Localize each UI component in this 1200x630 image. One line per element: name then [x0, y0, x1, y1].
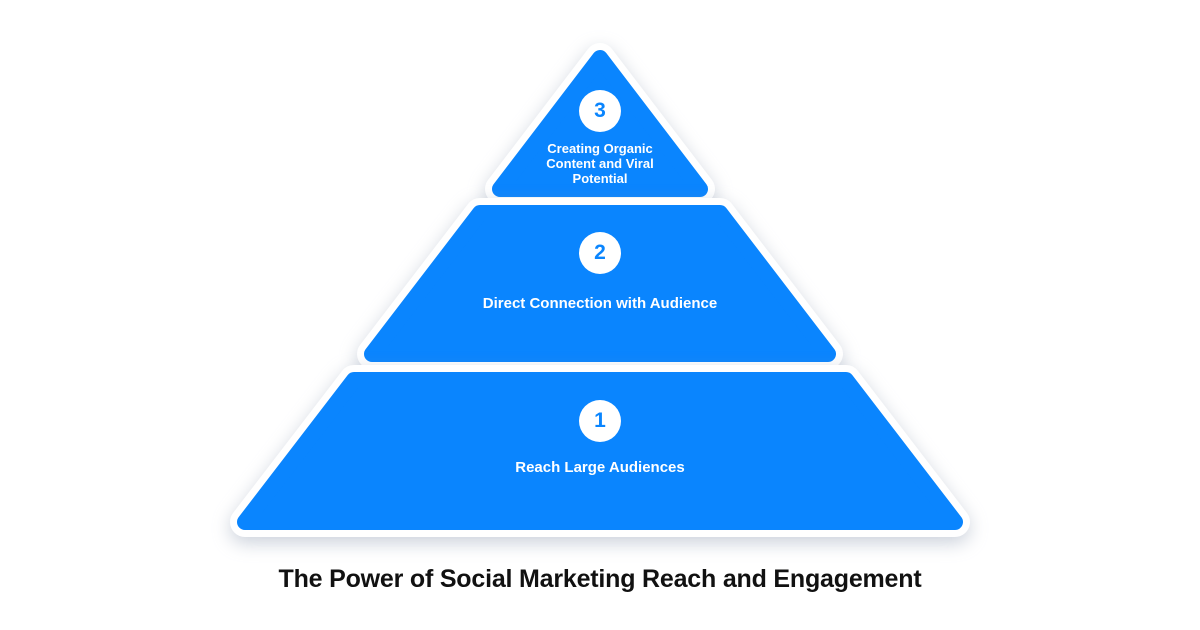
tier-3-number-badge: 3 — [579, 90, 621, 132]
tier-1-number-badge: 1 — [579, 400, 621, 442]
tier-1-label: Reach Large Audiences — [515, 459, 685, 476]
tier-2-number-badge: 2 — [579, 232, 621, 274]
tier-2-label: Direct Connection with Audience — [482, 295, 718, 312]
pyramid-tier-2-shape — [357, 198, 843, 369]
diagram-title: The Power of Social Marketing Reach and … — [278, 565, 922, 593]
tier-2-number: 2 — [594, 241, 606, 264]
pyramid-tier-1-shape — [230, 365, 970, 537]
tier-3-label: Creating Organic Content and Viral Poten… — [546, 141, 654, 186]
tier-1-number: 1 — [594, 409, 606, 432]
tier-3-number: 3 — [594, 99, 606, 122]
